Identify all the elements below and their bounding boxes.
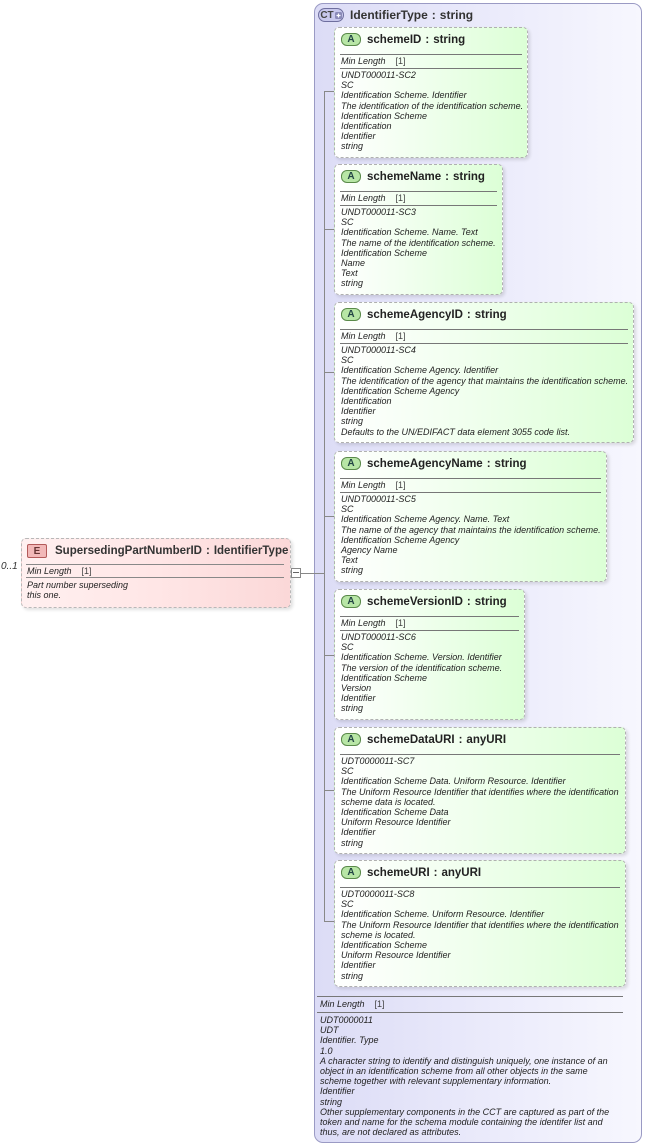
complex-type-separator: : bbox=[431, 8, 436, 22]
attribute-type: anyURI bbox=[441, 866, 482, 879]
attribute-name: schemeID bbox=[367, 33, 422, 46]
attribute-separator: : bbox=[466, 308, 471, 321]
type-footer-divider-top bbox=[317, 996, 623, 997]
attribute-type: string bbox=[433, 33, 466, 46]
min-length-label: Min Length bbox=[341, 480, 386, 490]
element-badge: E bbox=[27, 544, 47, 558]
element-separator: : bbox=[205, 545, 210, 557]
connector-scheme-id bbox=[324, 91, 334, 92]
element-to-type-connector bbox=[301, 573, 324, 574]
min-length-label: Min Length bbox=[341, 193, 386, 203]
element-min-length-row: Min Length [1] bbox=[27, 566, 92, 576]
min-length-count: [1] bbox=[395, 193, 406, 203]
min-length-count: [1] bbox=[395, 480, 406, 490]
min-length-label: Min Length bbox=[341, 56, 386, 66]
attribute-name: schemeAgencyID bbox=[367, 308, 463, 321]
complex-type-badge: CT bbox=[318, 8, 344, 22]
attribute-type: string bbox=[453, 170, 485, 183]
attribute-badge: A bbox=[341, 595, 361, 608]
min-length-label: Min Length bbox=[27, 566, 72, 576]
min-length-count: [1] bbox=[395, 618, 406, 628]
attribute-separator: : bbox=[425, 33, 430, 46]
type-footer-divider bbox=[317, 1012, 623, 1013]
collapse-toggle-icon[interactable] bbox=[291, 568, 301, 578]
attribute-badge: A bbox=[341, 308, 361, 321]
attribute-type: string bbox=[494, 457, 527, 470]
attribute-name: schemeURI bbox=[367, 866, 430, 879]
element-box: E SupersedingPartNumberID : IdentifierTy… bbox=[21, 538, 291, 608]
attribute-badge: A bbox=[341, 33, 361, 46]
element-name: SupersedingPartNumberID bbox=[55, 545, 202, 557]
attribute-badge: A bbox=[341, 457, 361, 470]
element-type: IdentifierType bbox=[213, 545, 289, 557]
element-cardinality: 0..1 bbox=[1, 561, 18, 572]
complex-type-name: IdentifierType bbox=[350, 8, 428, 22]
complex-type-type: string bbox=[439, 8, 474, 22]
min-length-label: Min Length bbox=[320, 999, 365, 1009]
attribute-name: schemeName bbox=[367, 170, 442, 183]
attribute-separator: : bbox=[433, 866, 438, 879]
min-length-row: Min Length [1] bbox=[341, 56, 406, 66]
element-header: E SupersedingPartNumberID : IdentifierTy… bbox=[27, 544, 288, 558]
min-length-row: Min Length [1] bbox=[341, 480, 406, 490]
min-length-row: Min Length [1] bbox=[341, 193, 406, 203]
attribute-separator: : bbox=[458, 733, 463, 746]
attribute-type: anyURI bbox=[466, 733, 507, 746]
connector-scheme-name bbox=[324, 229, 334, 230]
min-length-count: [1] bbox=[374, 999, 385, 1009]
attribute-badge: A bbox=[341, 866, 361, 879]
min-length-label: Min Length bbox=[341, 331, 386, 341]
plus-icon bbox=[334, 11, 342, 19]
connector-scheme-uri bbox=[324, 921, 334, 922]
attribute-badge: A bbox=[341, 170, 361, 183]
min-length-label: Min Length bbox=[341, 618, 386, 628]
attribute-separator: : bbox=[445, 170, 449, 183]
attribute-badge: A bbox=[341, 733, 361, 746]
attribute-separator: : bbox=[466, 595, 471, 608]
attribute-type: string bbox=[474, 595, 507, 608]
min-length-count: [1] bbox=[81, 566, 92, 576]
connector-scheme-version-id bbox=[324, 655, 334, 656]
connector-scheme-agency-id bbox=[324, 372, 334, 373]
attribute-name: schemeVersionID bbox=[367, 595, 463, 608]
min-length-count: [1] bbox=[395, 331, 406, 341]
min-length-row: Min Length [1] bbox=[341, 618, 406, 628]
attribute-name: schemeDataURI bbox=[367, 733, 455, 746]
attribute-connector-trunk bbox=[324, 91, 325, 921]
attribute-separator: : bbox=[486, 457, 491, 470]
min-length-row: Min Length [1] bbox=[341, 331, 406, 341]
complex-type-badge-label: CT bbox=[320, 9, 334, 21]
connector-scheme-data-uri bbox=[324, 790, 334, 791]
type-min-length-row: Min Length [1] bbox=[320, 999, 385, 1009]
attribute-name: schemeAgencyName bbox=[367, 457, 483, 470]
connector-scheme-agency-name bbox=[324, 516, 334, 517]
complex-type-header: CT IdentifierType : string bbox=[318, 7, 473, 23]
min-length-count: [1] bbox=[395, 56, 406, 66]
attribute-type: string bbox=[474, 308, 507, 321]
